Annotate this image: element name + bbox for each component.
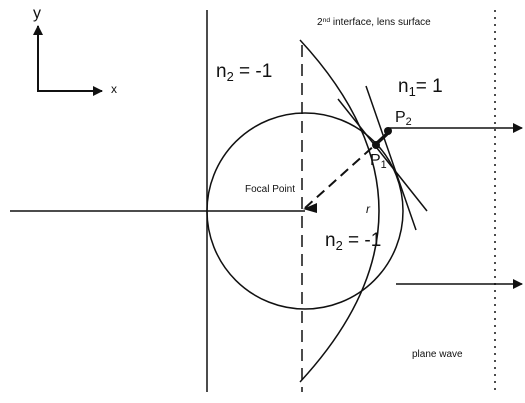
tangent-line-p2	[365, 85, 417, 231]
n-left-base: n	[216, 61, 227, 82]
plane-wave-label: plane wave	[412, 349, 463, 360]
second-interface-rest: interface, lens surface	[330, 17, 431, 28]
p1-base: P	[370, 152, 381, 169]
refractive-index-bottom-label: n2 = -1	[325, 230, 382, 253]
point-p2-label: P2	[395, 109, 412, 129]
refractive-index-right-label: n1= 1	[398, 76, 443, 99]
radius-dashed-line	[304, 143, 377, 209]
p2-base: P	[395, 109, 406, 126]
second-interface-prefix: 2	[317, 17, 323, 28]
n-right-subscript: 1	[408, 83, 416, 99]
focal-point-label: Focal Point	[245, 184, 296, 195]
y-axis-label: y	[33, 5, 41, 22]
n-bottom-base: n	[325, 230, 336, 251]
point-p1	[372, 141, 380, 149]
point-p1-label: P1	[370, 152, 387, 172]
n-left-value: = -1	[233, 61, 273, 82]
n-bottom-value: = -1	[342, 230, 382, 251]
n-right-base: n	[398, 76, 409, 97]
x-axis-label: x	[111, 82, 117, 96]
focal-point-marker	[303, 203, 317, 213]
n-right-value: = 1	[415, 76, 443, 97]
lens-surface-arc	[299, 39, 380, 383]
sphere-circle	[206, 112, 404, 310]
radius-label: r	[366, 202, 370, 216]
p1-subscript: 1	[380, 159, 387, 172]
n-bottom-subscript: 2	[335, 237, 343, 253]
point-p2	[384, 127, 392, 135]
p2-subscript: 2	[405, 116, 412, 129]
second-interface-label: 2nd interface, lens surface	[317, 16, 431, 28]
tangent-line-p1	[337, 98, 428, 212]
n-left-subscript: 2	[226, 68, 234, 84]
refractive-index-left-label: n2 = -1	[216, 61, 273, 84]
second-interface-superscript: nd	[322, 16, 331, 24]
